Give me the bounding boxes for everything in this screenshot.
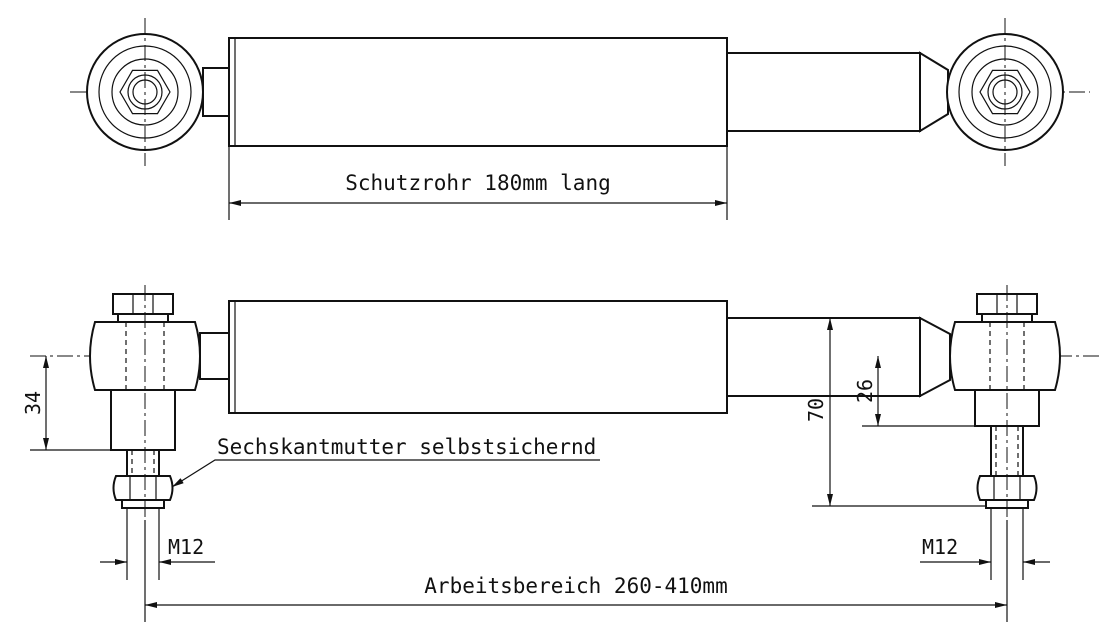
side-view: 34 70 26 Sechskantmutter selbstsichernd … [21,285,1100,622]
side-right-end [949,285,1061,520]
schutzrohr-label: Schutzrohr 180mm lang [345,171,611,195]
thread-right-label: M12 [922,535,958,559]
dim-34-label: 34 [21,391,45,415]
arbeitsbereich-label: Arbeitsbereich 260-410mm [424,574,727,598]
top-left-rod-eye [86,18,204,166]
dim-26-label: 26 [853,379,877,403]
side-protective-tube [228,300,728,414]
top-right-rod-eye [946,18,1064,166]
top-view: Schutzrohr 180mm lang [70,18,1090,220]
thread-dim-left: M12 [100,508,215,580]
nut-label: Sechskantmutter selbstsichernd [217,435,596,459]
schutzrohr-dimension: Schutzrohr 180mm lang [228,146,728,220]
top-left-stub [202,67,232,117]
dim-34: 34 [21,356,111,451]
dim-26: 26 [853,356,975,427]
top-piston-rod [726,51,949,133]
nut-leader: Sechskantmutter selbstsichernd [171,435,600,488]
thread-dim-right: M12 [920,508,1050,580]
top-protective-tube [228,37,728,147]
dim-70: 70 [804,317,985,507]
working-range-dimension: Arbeitsbereich 260-410mm [144,520,1008,622]
side-piston-rod [726,316,951,398]
side-left-end [89,285,201,520]
thread-left-label: M12 [168,535,204,559]
side-left-stub [199,332,232,380]
dim-70-label: 70 [804,398,828,422]
